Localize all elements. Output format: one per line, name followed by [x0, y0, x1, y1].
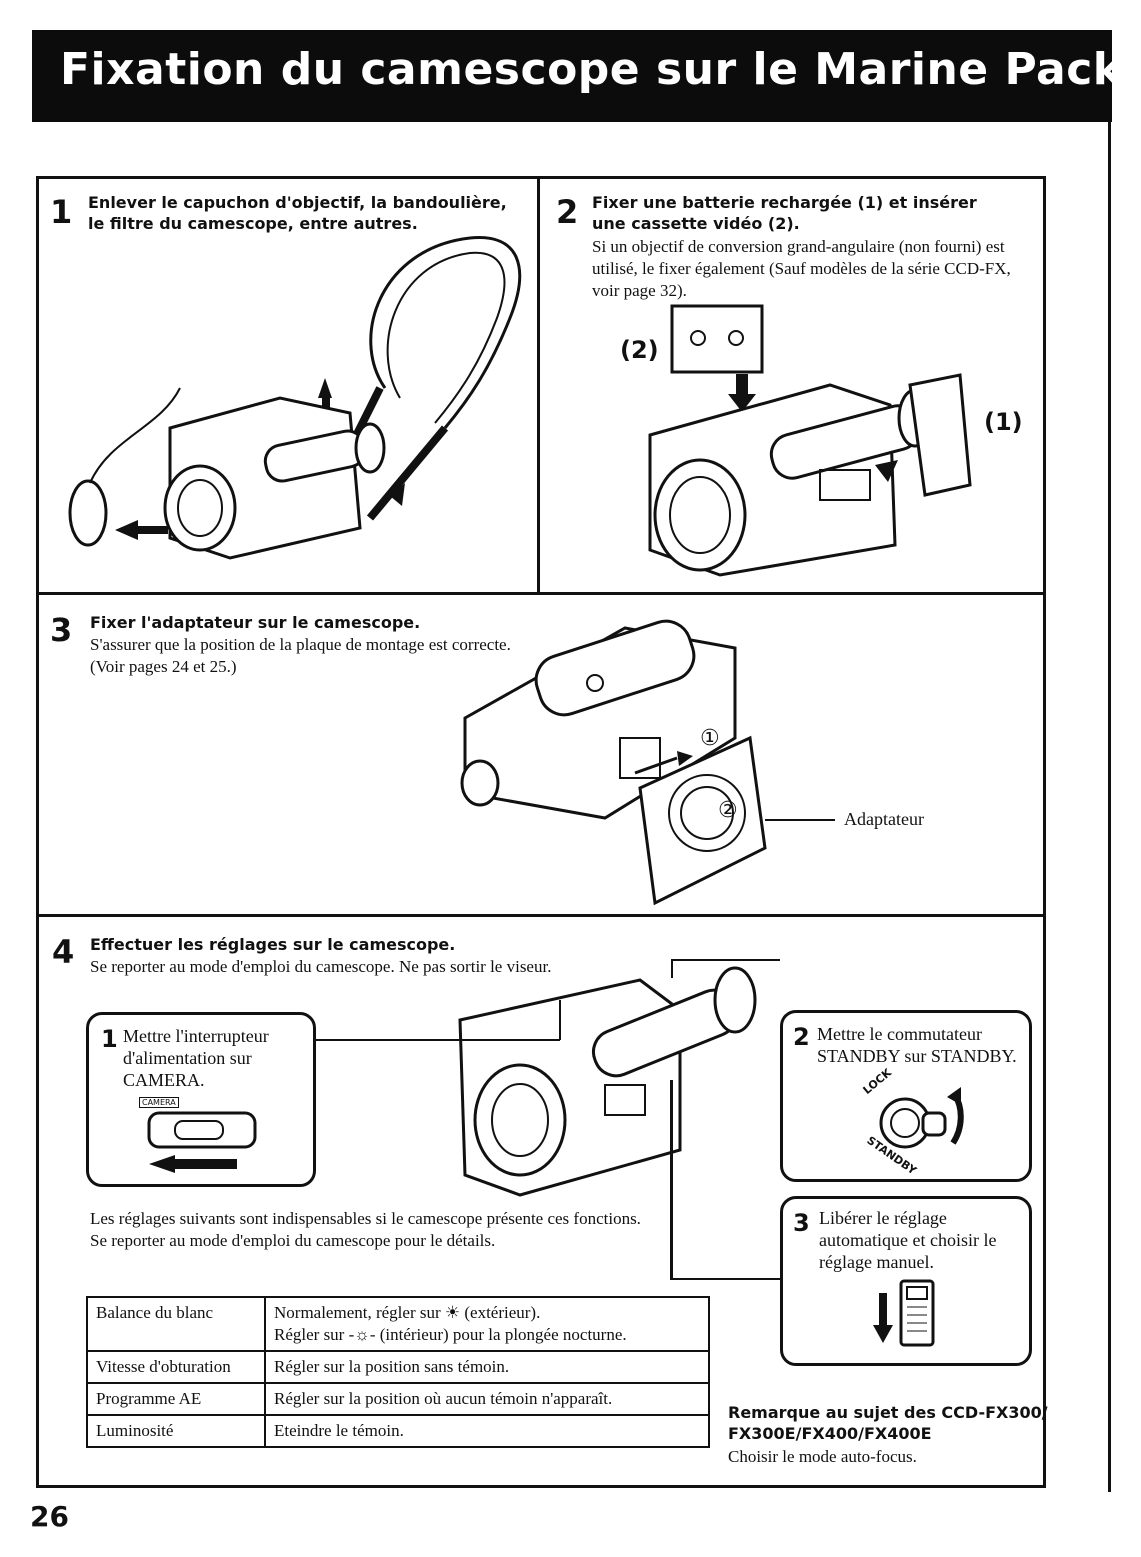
manual-switch-icon	[873, 1279, 935, 1347]
label-adapter: Adaptateur	[844, 809, 924, 829]
setting-name: Vitesse d'obturation	[86, 1350, 266, 1384]
substep-2-number: 2	[793, 1023, 810, 1051]
table-row: Vitesse d'obturation Régler sur la posit…	[86, 1350, 710, 1384]
step-3-number: 3	[50, 611, 73, 649]
page-number: 26	[30, 1500, 69, 1533]
battery-cassette-illustration	[648, 304, 972, 577]
table-row: Luminosité Eteindre le témoin.	[86, 1414, 710, 1448]
setting-value: Régler sur la position sans témoin.	[264, 1350, 710, 1384]
title-banner: Fixation du camescope sur le Marine Pack	[32, 30, 1122, 122]
step-1-number: 1	[50, 193, 73, 231]
camcorder-settings-illustration	[315, 959, 780, 1197]
setting-name: Programme AE	[86, 1382, 266, 1416]
step-2-number: 2	[556, 193, 579, 231]
marker-2: ②	[718, 798, 738, 823]
setting-value: Eteindre le témoin.	[264, 1414, 710, 1448]
setting-value: Régler sur la position où aucun témoin n…	[264, 1382, 710, 1416]
instruction-frame	[36, 176, 1046, 1488]
label-cassette: (2)	[620, 336, 659, 364]
step-4-title: Effectuer les réglages sur le camescope.	[90, 935, 456, 954]
marker-1: ①	[700, 726, 720, 751]
step-2-body: Si un objectif de conversion grand-angul…	[592, 237, 1011, 300]
table-row: Programme AE Régler sur la position où a…	[86, 1382, 710, 1416]
camcorder-strap-illustration	[68, 236, 522, 560]
note-body: Choisir le mode auto-focus.	[728, 1447, 917, 1466]
setting-name: Balance du blanc	[86, 1296, 266, 1352]
substep-1-number: 1	[101, 1025, 118, 1053]
setting-value: Normalement, régler sur ☀ (extérieur). Ré…	[264, 1296, 710, 1352]
label-battery: (1)	[984, 408, 1023, 436]
table-row: Balance du blanc Normalement, régler sur…	[86, 1296, 710, 1352]
step-4-body: Se reporter au mode d'emploi du camescop…	[90, 957, 552, 976]
setting-name: Luminosité	[86, 1414, 266, 1448]
substep-2-text: Mettre le commutateur STANDBY sur STANDB…	[817, 1024, 1017, 1066]
divider-col	[537, 176, 540, 594]
substep-3-number: 3	[793, 1209, 810, 1237]
step-3-body: S'assurer que la position de la plaque d…	[90, 635, 511, 676]
step-3-title: Fixer l'adaptateur sur le camescope.	[90, 613, 421, 632]
substep-3-text: Libérer le réglage automatique et choisi…	[819, 1208, 997, 1272]
margin-rule	[1108, 122, 1111, 1492]
settings-intro: Les réglages suivants sont indispensable…	[90, 1209, 641, 1250]
step-1-title: Enlever le capuchon d'objectif, la bando…	[88, 193, 507, 233]
substep-1-text: Mettre l'interrupteur d'alimentation sur…	[123, 1026, 269, 1090]
camera-switch-label: CAMERA	[139, 1097, 179, 1108]
connector-horizontal	[670, 1278, 782, 1280]
divider-row2	[36, 914, 1046, 917]
substep-3-box: 3 Libérer le réglage automatique et choi…	[780, 1196, 1032, 1366]
connector-vertical	[670, 1080, 673, 1280]
setting-value-line: Normalement, régler sur ☀ (extérieur).	[274, 1303, 541, 1322]
divider-row1	[36, 592, 1046, 595]
power-switch-icon	[147, 1111, 257, 1173]
step-2-title: Fixer une batterie rechargée (1) et insé…	[592, 193, 977, 233]
step-4-number: 4	[52, 933, 75, 971]
settings-table: Balance du blanc Normalement, régler sur…	[86, 1296, 710, 1448]
setting-value-line: Régler sur -☼- (intérieur) pour la plong…	[274, 1325, 627, 1344]
standby-switch-icon	[879, 1087, 964, 1149]
adapter-illustration	[460, 619, 835, 906]
note-title: Remarque au sujet des CCD-FX300/ FX300E/…	[728, 1403, 1048, 1443]
substep-2-box: 2 Mettre le commutateur STANDBY sur STAN…	[780, 1010, 1032, 1182]
page-title: Fixation du camescope sur le Marine Pack	[60, 44, 1123, 95]
substep-1-box: 1 Mettre l'interrupteur d'alimentation s…	[86, 1012, 316, 1187]
